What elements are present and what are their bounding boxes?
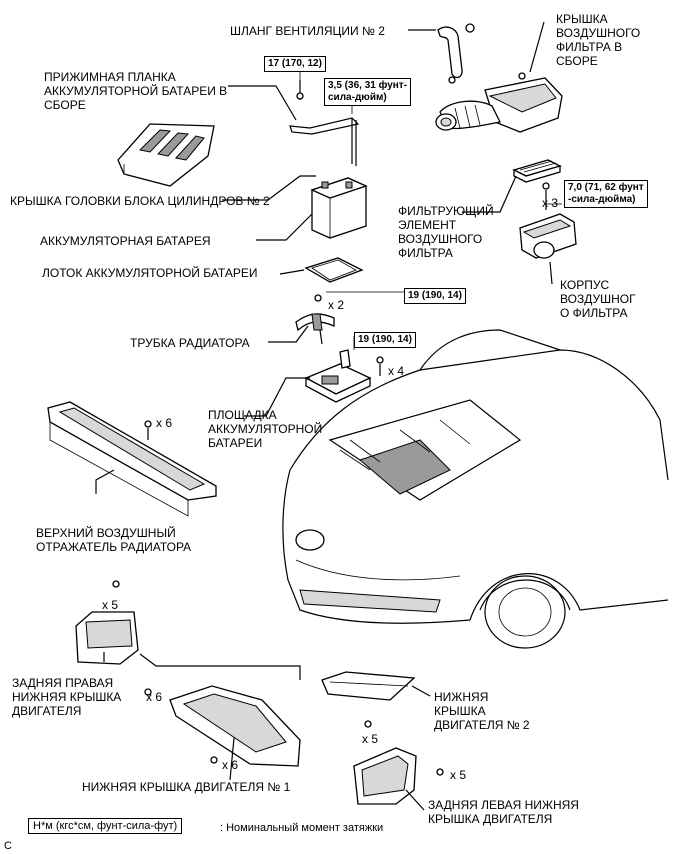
quantity-label: x 3	[542, 196, 559, 210]
radiator-deflector-drawing	[47, 401, 217, 517]
legend-description: : Номинальный момент затяжки	[220, 822, 384, 834]
label-battery-clamp: ПРИЖИМНАЯ ПЛАНКА АККУМУЛЯТОРНОЙ БАТАРЕИ …	[44, 70, 228, 112]
battery-tray-drawing	[304, 257, 364, 283]
cylinder-head-cover-drawing	[117, 123, 215, 187]
quantity-label: x 5	[362, 732, 379, 746]
label-battery-carrier: ПЛОЩАДКА АККУМУЛЯТОРНОЙ БАТАРЕИ	[208, 408, 323, 450]
rear-right-under-cover-drawing	[75, 580, 139, 665]
quantity-label: x 6	[146, 690, 163, 704]
label-vent-hose: ШЛАНГ ВЕНТИЛЯЦИИ № 2	[230, 24, 385, 38]
torque-spec-box: 17 (170, 12)	[264, 56, 326, 72]
torque-spec-box: 19 (190, 14)	[404, 288, 466, 304]
battery-clamp-drawing	[289, 80, 360, 166]
label-filter-element: ФИЛЬТРУЮЩИЙ ЭЛЕМЕНТ ВОЗДУШНОГО ФИЛЬТРА	[398, 204, 494, 260]
air-cleaner-case-drawing	[519, 182, 577, 259]
ventilation-hose-drawing	[437, 23, 475, 84]
battery-drawing	[310, 177, 368, 239]
under-cover-2-drawing	[321, 671, 416, 728]
under-cover-1-drawing	[144, 685, 301, 767]
label-radiator-deflector: ВЕРХНИЙ ВОЗДУШНЫЙ ОТРАЖАТЕЛЬ РАДИАТОРА	[36, 526, 192, 554]
label-under-cover-2: НИЖНЯЯ КРЫШКА ДВИГАТЕЛЯ № 2	[434, 690, 530, 732]
battery-carrier-drawing	[304, 349, 384, 403]
label-rear-right-under-cover: ЗАДНЯЯ ПРАВАЯ НИЖНЯЯ КРЫШКА ДВИГАТЕЛЯ	[12, 676, 122, 718]
quantity-label: x 6	[156, 416, 173, 430]
quantity-label: x 6	[222, 758, 239, 772]
corner-mark: C	[4, 840, 12, 852]
quantity-label: x 4	[388, 364, 405, 378]
label-radiator-pipe: ТРУБКА РАДИАТОРА	[130, 336, 250, 350]
rear-left-under-cover-drawing	[353, 747, 444, 805]
car-drawing	[282, 329, 669, 649]
air-filter-cap-drawing	[435, 72, 563, 133]
torque-spec-box: 7,0 (71, 62 фунт -сила-дюйма)	[564, 180, 648, 208]
label-rear-left-under-cover: ЗАДНЯЯ ЛЕВАЯ НИЖНЯЯ КРЫШКА ДВИГАТЕЛЯ	[428, 798, 579, 826]
torque-spec-box: 19 (190, 14)	[354, 332, 416, 348]
label-air-cleaner-case: КОРПУС ВОЗДУШНОГ О ФИЛЬТРА	[560, 278, 636, 320]
legend-unit-box: Н*м (кгс*см, фунт-сила-фут)	[28, 818, 183, 834]
radiator-pipe-drawing	[295, 294, 335, 345]
filter-element-drawing	[512, 159, 562, 183]
label-air-filter-cap: КРЫШКА ВОЗДУШНОГО ФИЛЬТРА В СБОРЕ	[556, 12, 641, 68]
quantity-label: x 5	[102, 598, 119, 612]
label-under-cover-1: НИЖНЯЯ КРЫШКА ДВИГАТЕЛЯ № 1	[82, 780, 291, 794]
label-battery: АККУМУЛЯТОРНАЯ БАТАРЕЯ	[40, 234, 211, 248]
leader-lines	[95, 21, 562, 811]
label-cylinder-head-cover: КРЫШКА ГОЛОВКИ БЛОКА ЦИЛИНДРОВ № 2	[10, 194, 270, 208]
label-battery-tray: ЛОТОК АККУМУЛЯТОРНОЙ БАТАРЕИ	[42, 266, 258, 280]
quantity-label: x 5	[450, 768, 467, 782]
torque-spec-box: 3,5 (36, 31 фунт- сила-дюйм)	[324, 78, 412, 106]
quantity-label: x 2	[328, 298, 345, 312]
